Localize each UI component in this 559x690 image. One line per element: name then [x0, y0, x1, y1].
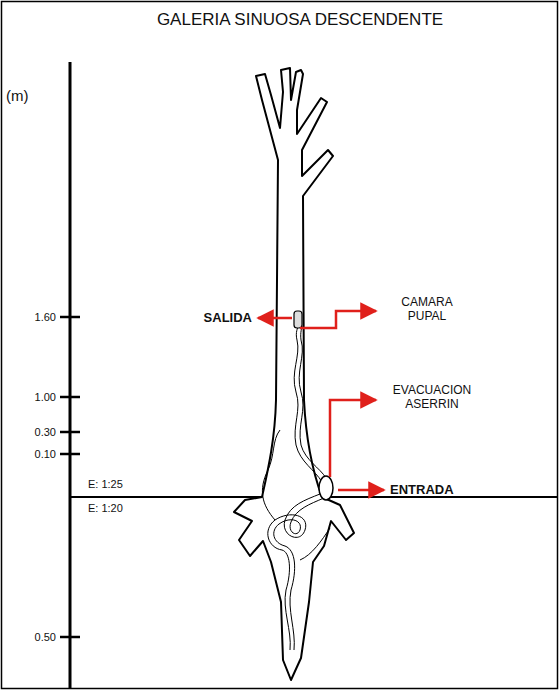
axis-unit: (m)	[6, 87, 29, 104]
entrance-hole	[319, 476, 333, 500]
tick-value: 1.60	[35, 311, 56, 324]
scale-note: E: 1:20	[88, 502, 123, 515]
pupal-chamber	[294, 311, 302, 328]
title: GALERIA SINUOSA DESCENDENTE	[157, 10, 443, 30]
tick-value: 0.10	[35, 448, 56, 461]
callout-arrows	[258, 311, 384, 490]
scale-note: E: 1:25	[88, 478, 123, 491]
tick-value: 0.50	[35, 631, 56, 644]
tick-value: 1.00	[35, 391, 56, 404]
axis	[69, 62, 72, 688]
tree-outline	[234, 68, 354, 680]
callout-label: EVACUACION ASERRIN	[382, 384, 482, 412]
axis-ticks	[60, 317, 80, 637]
tick-value: 0.30	[35, 426, 56, 439]
callout-label: SALIDA	[204, 311, 252, 326]
callout-label: ENTRADA	[390, 483, 454, 498]
callout-label: CAMARA PUPAL	[382, 296, 472, 324]
